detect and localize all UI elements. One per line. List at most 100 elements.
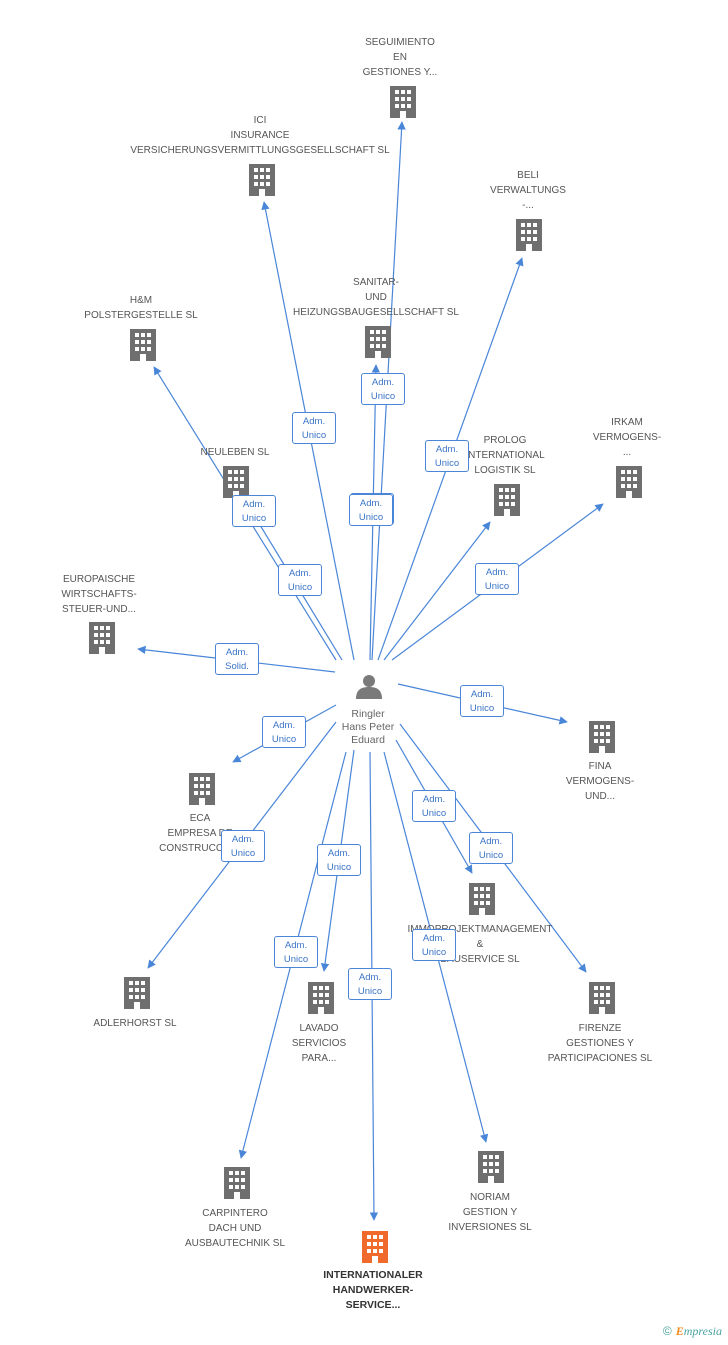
building-icon[interactable] bbox=[589, 982, 615, 1014]
role-text: Unico bbox=[358, 512, 384, 523]
company-label-line: ICI bbox=[253, 115, 267, 126]
role-badge-neuleben[interactable]: Adm.Unico bbox=[278, 564, 322, 596]
company-label-line: INVERSIONES SL bbox=[448, 1222, 532, 1233]
company-label-line: PARTICIPACIONES SL bbox=[547, 1053, 653, 1064]
role-text: Unico bbox=[287, 582, 313, 593]
company-label-line: GESTION Y bbox=[462, 1207, 518, 1218]
role-text: Unico bbox=[357, 986, 383, 997]
company-label-line: LAVADO bbox=[299, 1023, 339, 1034]
role-badge-sanitar[interactable]: Adm. Unico bbox=[361, 373, 405, 405]
building-icon[interactable] bbox=[89, 622, 115, 654]
building-icon[interactable] bbox=[589, 721, 615, 753]
building-icon[interactable] bbox=[365, 326, 391, 358]
company-label-line: HEIZUNGSBAUGESELLSCHAFT SL bbox=[293, 307, 459, 318]
role-text: Adm. bbox=[435, 444, 459, 455]
role-badge-firenze[interactable]: Adm.Unico bbox=[469, 832, 513, 864]
company-label-line: DACH UND bbox=[208, 1223, 262, 1234]
edge-prolog bbox=[383, 521, 491, 661]
role-badge-seguimiento[interactable]: Adm. Unico bbox=[349, 494, 393, 526]
company-label-ici[interactable]: ICI INSURANCE VERSICHERUNGSVERMITTLUNGSGES… bbox=[130, 113, 389, 158]
role-badge-fina[interactable]: Adm.Unico bbox=[460, 685, 504, 717]
building-icon[interactable] bbox=[249, 164, 275, 196]
building-icon[interactable] bbox=[308, 982, 334, 1014]
company-label-line: FINA bbox=[588, 761, 612, 772]
role-text: Adm. bbox=[327, 848, 351, 859]
company-label-line: VERSICHERUNGSVERMITTLUNGSGESELLSCHAFT SL bbox=[130, 145, 390, 156]
company-label-line: VERWALTUNGS bbox=[490, 185, 566, 196]
role-text: Adm. bbox=[422, 933, 446, 944]
company-label-line: UND bbox=[365, 292, 387, 303]
building-icon[interactable] bbox=[516, 219, 542, 251]
role-badge-europaische[interactable]: Adm.Solid. bbox=[215, 643, 259, 675]
company-label-internationaler[interactable]: INTERNATIONALER HANDWERKER- SERVICE... bbox=[323, 1268, 423, 1313]
role-badge-noriam[interactable]: Adm.Unico bbox=[412, 929, 456, 961]
building-icon[interactable] bbox=[494, 484, 520, 516]
role-text: Unico bbox=[271, 734, 297, 745]
building-icon[interactable] bbox=[469, 883, 495, 915]
role-text: Unico bbox=[434, 458, 460, 469]
company-label-line: POLSTERGESTELLE SL bbox=[84, 310, 198, 321]
building-icon[interactable] bbox=[362, 1231, 388, 1263]
building-icon[interactable] bbox=[390, 86, 416, 118]
company-label-line: NEULEBEN SL bbox=[200, 447, 270, 458]
building-icon[interactable] bbox=[223, 466, 249, 498]
company-label-neuleben[interactable]: NEULEBEN SL bbox=[201, 445, 270, 460]
role-text: Unico bbox=[241, 513, 267, 524]
role-badge-eca[interactable]: Adm. Unico bbox=[262, 716, 306, 748]
role-badge-ici[interactable]: Adm.Unico bbox=[292, 412, 336, 444]
role-badge-irkam[interactable]: Adm.Unico bbox=[475, 563, 519, 595]
company-label-line: EUROPAISCHE bbox=[62, 574, 136, 585]
role-text: Unico bbox=[370, 391, 396, 402]
role-badge-hm[interactable]: Adm.Unico bbox=[232, 495, 276, 527]
company-label-line: BAUSERVICE SL bbox=[440, 954, 520, 965]
company-label-immo[interactable]: IMMOPROJEKTMANAGEMENT&BAUSERVICE SL bbox=[407, 922, 552, 967]
company-label-line: VERMOGENS- bbox=[592, 432, 662, 443]
role-text: Adm. bbox=[272, 720, 296, 731]
role-badge-adlerhorst[interactable]: Adm.Unico bbox=[221, 830, 265, 862]
building-icon[interactable] bbox=[130, 329, 156, 361]
company-label-line: SERVICE... bbox=[345, 1299, 401, 1311]
role-badge-carpintero[interactable]: Adm.Unico bbox=[274, 936, 318, 968]
company-label-adlerhorst[interactable]: ADLERHORST SL bbox=[93, 1016, 176, 1031]
building-icon[interactable] bbox=[124, 977, 150, 1009]
building-icon[interactable] bbox=[224, 1167, 250, 1199]
company-label-line: ADLERHORST SL bbox=[93, 1018, 177, 1029]
person-label-line: Hans Peter bbox=[341, 721, 395, 733]
person-icon[interactable] bbox=[356, 675, 382, 699]
building-icon[interactable] bbox=[189, 773, 215, 805]
building-icon[interactable] bbox=[616, 466, 642, 498]
company-label-line: PROLOG bbox=[483, 435, 527, 446]
role-text: Adm. bbox=[284, 940, 308, 951]
role-badge-lavado[interactable]: Adm. Unico bbox=[317, 844, 361, 876]
role-text: Adm. bbox=[371, 377, 395, 388]
company-label-line: INTERNATIONALER bbox=[323, 1269, 423, 1281]
company-label-line: WIRTSCHAFTS- bbox=[61, 589, 137, 600]
company-label-line: INSURANCE bbox=[230, 130, 290, 141]
role-text: Unico bbox=[230, 848, 256, 859]
role-badge-immo[interactable]: Adm.Unico bbox=[412, 790, 456, 822]
role-badge-internationaler[interactable]: Adm.Unico bbox=[348, 968, 392, 1000]
role-text: Unico bbox=[326, 862, 352, 873]
role-text: Adm. bbox=[225, 647, 249, 658]
company-label-line: & bbox=[476, 939, 484, 950]
role-text: Adm. bbox=[359, 498, 383, 509]
role-badge-beli[interactable]: Adm. Unico bbox=[425, 440, 469, 472]
role-text: Unico bbox=[478, 850, 504, 861]
building-icon[interactable] bbox=[478, 1151, 504, 1183]
company-label-line: UND... bbox=[585, 791, 615, 802]
company-label-line: HANDWERKER- bbox=[332, 1284, 414, 1296]
